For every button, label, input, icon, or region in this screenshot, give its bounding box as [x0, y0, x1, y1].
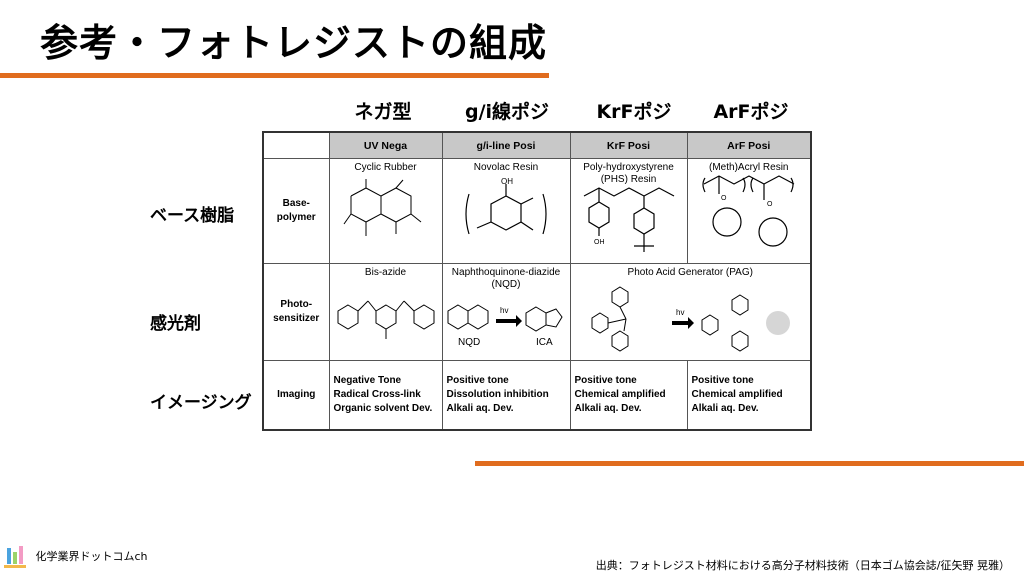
- table-row: Base- polymer Cyclic Rubber Novolac Resi…: [262, 158, 812, 264]
- cell-imaging-nega: Negative Tone Radical Cross-link Organic…: [328, 360, 443, 430]
- header-krf-posi: KrF Posi: [569, 131, 688, 159]
- cell-text: Novolac Resin: [473, 162, 539, 173]
- header-gi-posi: g/i-line Posi: [441, 131, 571, 159]
- cell-imaging-arf: Positive tone Chemical amplified Alkali …: [686, 360, 812, 430]
- svg-text:OH: OH: [501, 177, 513, 186]
- reaction-arrow: [672, 317, 695, 329]
- row-base-polymer-label: Base- polymer: [262, 158, 330, 264]
- column-label-krf-posi: KrFポジ: [596, 101, 672, 123]
- svg-text:OH: OH: [594, 239, 605, 246]
- composition-table: UV Nega g/i-line Posi KrF Posi ArF Posi …: [262, 131, 812, 431]
- cell-text: Poly-hydroxystyrene (PHS) Resin: [583, 162, 674, 185]
- acryl-structure: O O: [702, 175, 795, 247]
- footer-source: 出典：フォトレジスト材料における高分子材料技術（日本ゴム協会誌/征矢野 晃雅）: [595, 559, 1010, 572]
- cell-text: Bis-azide: [364, 267, 407, 278]
- table-corner: [262, 131, 330, 159]
- header-arf-posi: ArF Posi: [686, 131, 812, 159]
- row-base-polymer-label-text: Base- polymer: [276, 198, 316, 223]
- site-logo-icon: [4, 546, 26, 568]
- hv-label: hv: [676, 308, 684, 317]
- svg-text:O: O: [767, 201, 773, 208]
- svg-text:O: O: [721, 195, 727, 202]
- cell-text: Cyclic Rubber: [354, 162, 417, 173]
- pag-reaction-structure: hv: [591, 286, 791, 352]
- cell-nqd: Naphthoquinone-diazide (NQD) hv NQD ICA: [441, 263, 571, 361]
- accent-bar-top: [0, 73, 549, 78]
- ica-label: ICA: [536, 337, 553, 348]
- column-label-arf-posi: ArFポジ: [713, 101, 789, 123]
- page-title: 参考・フォトレジストの組成: [40, 21, 548, 65]
- cell-imaging-gi: Positive tone Dissolution inhibition Alk…: [441, 360, 571, 430]
- hv-label: hv: [500, 306, 508, 315]
- row-photo-sensitizer-label: Photo- sensitizer: [262, 263, 330, 361]
- reaction-arrow: [496, 315, 522, 327]
- column-label-nega: ネガ型: [354, 101, 412, 123]
- accent-bar-bottom: [475, 461, 1024, 466]
- footer-site: 化学業界ドットコムch: [4, 544, 148, 570]
- footer-site-name: 化学業界ドットコムch: [35, 550, 148, 563]
- column-label-gi-posi: g/i線ポジ: [464, 101, 550, 123]
- cell-imaging-krf: Positive tone Chemical amplified Alkali …: [569, 360, 688, 430]
- cell-text: (Meth)Acryl Resin: [709, 162, 789, 173]
- table-row: Imaging Negative Tone Radical Cross-link…: [262, 360, 812, 430]
- novolac-structure: OH: [465, 177, 547, 235]
- cell-acryl-resin: (Meth)Acryl Resin O O: [686, 158, 812, 264]
- nqd-reaction-structure: hv NQD ICA: [447, 304, 563, 348]
- table-row: Photo- sensitizer Bis-azide Naphthoquino…: [262, 263, 812, 361]
- phs-structure: OH: [583, 187, 674, 252]
- cell-cyclic-rubber: Cyclic Rubber: [328, 158, 443, 264]
- row-imaging-label: Imaging: [262, 360, 330, 430]
- bis-azide-structure: [337, 300, 434, 339]
- row-label-imaging: イメージング: [150, 393, 252, 413]
- cyclic-rubber-structure: [343, 179, 421, 236]
- cell-bis-azide: Bis-azide: [328, 263, 443, 361]
- cell-text: Naphthoquinone-diazide (NQD): [451, 267, 561, 290]
- cell-pag: Photo Acid Generator (PAG) hv: [569, 263, 812, 361]
- row-label-base-resin: ベース樹脂: [150, 206, 235, 226]
- cell-text: Photo Acid Generator (PAG): [627, 267, 753, 278]
- cell-phs-resin: Poly-hydroxystyrene (PHS) Resin OH: [569, 158, 688, 264]
- cell-novolac-resin: Novolac Resin OH: [441, 158, 571, 264]
- nqd-label: NQD: [458, 337, 480, 348]
- row-label-photosensitizer: 感光剤: [150, 314, 201, 334]
- header-uv-nega: UV Nega: [328, 131, 443, 159]
- row-photo-sensitizer-label-text: Photo- sensitizer: [273, 299, 320, 324]
